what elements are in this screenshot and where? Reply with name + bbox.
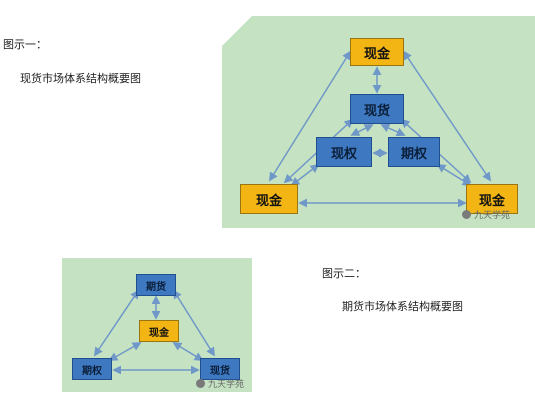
arrow2-top-bottomleft	[93, 289, 140, 357]
figure2-title: 期货市场体系结构概要图	[342, 300, 463, 313]
fig1-node-center-spot: 现货	[350, 94, 404, 124]
fig1-watermark: 九天学苑	[462, 208, 510, 221]
arrow-rightmid-bottomright	[436, 164, 472, 186]
arrow2-center-bottomright	[172, 342, 204, 361]
arrow-center-rightmid	[380, 123, 406, 137]
fig1-node-right-mid: 期权	[388, 137, 440, 167]
arrow-top-bottomright	[402, 50, 492, 182]
arrow-leftmid-bottomleft	[290, 163, 320, 187]
fig1-node-bottom-left-cash: 现金	[240, 184, 298, 214]
wechat-icon	[196, 379, 205, 388]
fig1-node-top-cash: 现金	[350, 38, 404, 66]
fig1-watermark-text: 九天学苑	[474, 211, 511, 221]
arrow-top-bottomleft	[269, 50, 351, 182]
figure1-title: 现货市场体系结构概要图	[20, 72, 141, 85]
fig2-watermark-text: 九天学苑	[208, 380, 245, 390]
arrow2-top-bottomright	[173, 289, 215, 357]
arrow2-center-bottomleft	[108, 342, 142, 361]
arrow-center-leftmid	[350, 124, 374, 136]
fig1-node-bottom-right-cash: 现金	[466, 184, 518, 214]
fig2-node-top-futures: 期货	[136, 274, 176, 296]
figure2-label: 图示二：	[322, 267, 366, 280]
fig1-node-left-mid: 现权	[316, 137, 372, 167]
fig2-node-center-cash: 现金	[139, 320, 179, 342]
fig2-watermark: 九天学苑	[196, 377, 244, 390]
figure1-label: 图示一：	[3, 38, 47, 51]
fig2-node-bottom-left-options: 期权	[72, 358, 112, 380]
fig2-node-bottom-right-spot: 现货	[200, 358, 240, 380]
wechat-icon	[462, 210, 471, 219]
